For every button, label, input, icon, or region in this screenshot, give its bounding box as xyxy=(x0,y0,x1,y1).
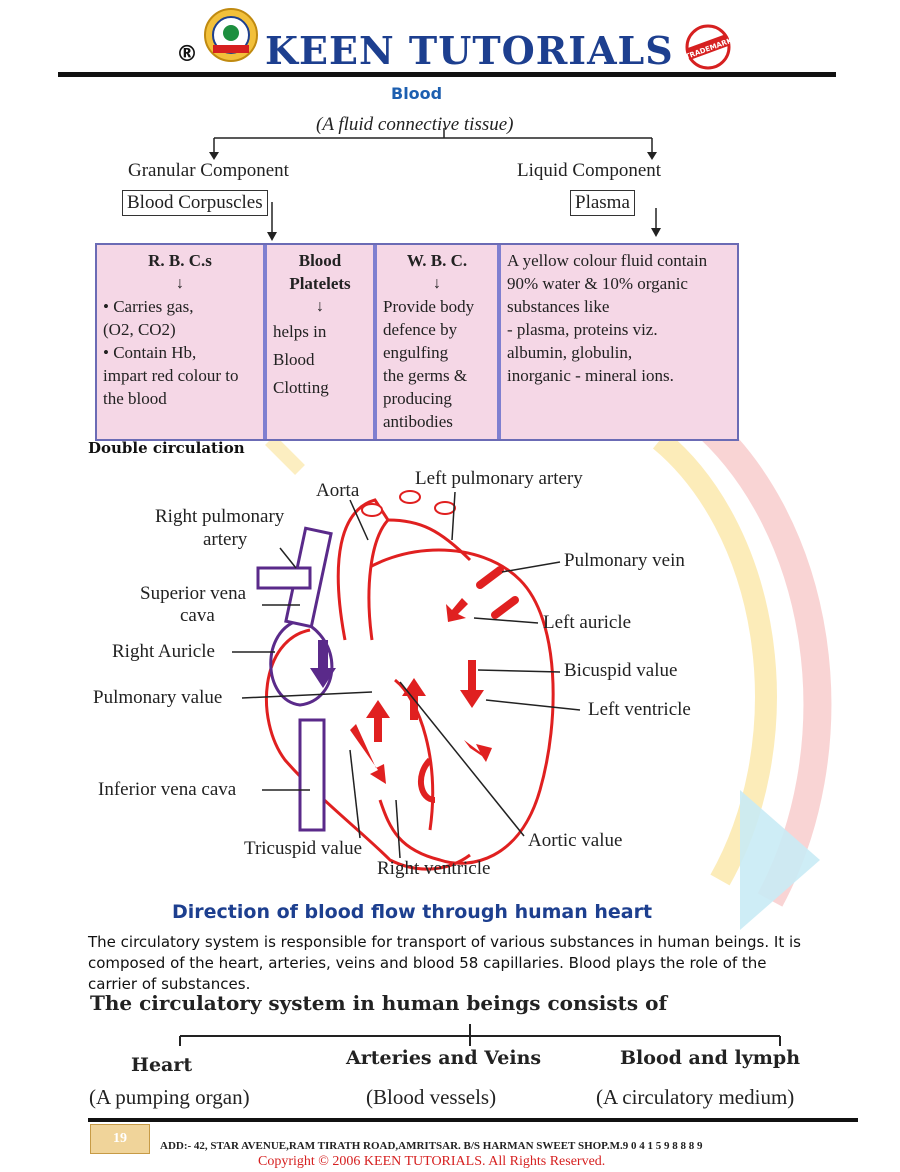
wbc-line: producing xyxy=(383,389,452,408)
label-right-pulmonary-artery-2: artery xyxy=(203,529,248,550)
rbc-line: the blood xyxy=(103,389,167,408)
branch-vessels-sub: (Blood vessels) xyxy=(366,1085,497,1109)
circulatory-tree-lines xyxy=(179,1024,781,1046)
blood-chart-title: Blood xyxy=(391,84,443,103)
circulatory-paragraph: The circulatory system is responsible fo… xyxy=(88,933,801,993)
branch-heart-title: Heart xyxy=(131,1054,193,1076)
wbc-line: defence by xyxy=(383,320,458,339)
plasma-box: Plasma xyxy=(570,190,635,216)
rbc-line: • Contain Hb, xyxy=(103,343,197,362)
wbc-line: the germs & xyxy=(383,366,468,385)
plasma-line: albumin, globulin, xyxy=(507,343,633,362)
double-circulation-heading: Double circulation xyxy=(88,439,245,457)
label-tricuspid-value: Tricuspid value xyxy=(244,838,363,859)
plasma-line: substances like xyxy=(507,297,610,316)
wbc-line: Provide body xyxy=(383,297,475,316)
platelets-column: Blood Platelets ↓ helps in Blood Clottin… xyxy=(267,245,377,439)
label-pulmonary-value: Pulmonary value xyxy=(93,687,223,708)
plasma-line: inorganic - mineral ions. xyxy=(507,366,674,385)
branch-medium-title: Blood and lymph xyxy=(620,1047,801,1069)
wbc-line: engulfing xyxy=(383,343,449,362)
registered-mark: ® xyxy=(176,42,198,67)
branch-medium-sub: (A circulatory medium) xyxy=(596,1085,795,1109)
rbc-column: R. B. C.s ↓ • Carries gas, (O2, CO2) • C… xyxy=(97,245,267,439)
trademark-seal: TRADEMARK xyxy=(685,24,731,70)
label-right-ventricle: Right ventricle xyxy=(377,858,491,879)
right-pulmonary-artery-vessel xyxy=(256,566,312,590)
wbc-heading: W. B. C. xyxy=(406,251,468,270)
inferior-vena-cava xyxy=(298,718,326,832)
plasma-line: - plasma, proteins viz. xyxy=(507,320,658,339)
brand-title: KEEN TUTORIALS xyxy=(265,28,674,73)
label-superior-vena-cava-1: Superior vena xyxy=(140,583,247,604)
flow-arrow xyxy=(446,598,468,622)
label-bicuspid-value: Bicuspid value xyxy=(564,660,678,681)
circulatory-title: The circulatory system in human beings c… xyxy=(90,991,668,1015)
heart-diagram-caption: Direction of blood flow through human he… xyxy=(172,901,653,923)
header-rule xyxy=(58,72,836,77)
platelets-line: Blood xyxy=(273,350,315,369)
page-number: 19 xyxy=(90,1124,150,1154)
rbc-line: (O2, CO2) xyxy=(103,320,176,339)
blood-components-table: R. B. C.s ↓ • Carries gas, (O2, CO2) • C… xyxy=(95,243,739,441)
plasma-line: A yellow colour fluid contain xyxy=(507,251,708,270)
label-pulmonary-vein: Pulmonary vein xyxy=(564,550,685,571)
label-right-auricle: Right Auricle xyxy=(112,641,215,662)
footer-rule xyxy=(88,1118,858,1122)
flow-arrow xyxy=(350,724,386,784)
blood-chart-subtitle: (A fluid connective tissue) xyxy=(316,114,514,135)
blood-corpuscles-box: Blood Corpuscles xyxy=(122,190,268,216)
keen-tutorials-emblem xyxy=(204,8,258,62)
heart-right-outline xyxy=(265,628,471,871)
branch-vessels-title: Arteries and Veins xyxy=(346,1047,542,1069)
platelets-heading-1: Blood xyxy=(298,251,342,270)
footer-address: ADD:- 42, STAR AVENUE,RAM TIRATH ROAD,AM… xyxy=(160,1140,703,1152)
aorta-shape xyxy=(336,498,390,641)
wbc-column: W. B. C. ↓ Provide body defence by engul… xyxy=(377,245,501,439)
label-superior-vena-cava-2: cava xyxy=(180,605,215,626)
down-arrow-icon: ↓ xyxy=(433,275,441,292)
label-inferior-vena-cava: Inferior vena cava xyxy=(98,779,237,800)
footer-copyright: Copyright © 2006 KEEN TUTORIALS. All Rig… xyxy=(258,1154,606,1169)
heart-diagram xyxy=(232,490,581,871)
label-left-pulmonary-artery: Left pulmonary artery xyxy=(415,468,583,489)
flow-arrow xyxy=(464,740,492,762)
plasma-column: A yellow colour fluid contain 90% water … xyxy=(501,245,737,439)
liquid-component-label: Liquid Component xyxy=(517,160,662,181)
down-arrow-icon: ↓ xyxy=(176,275,184,292)
label-aortic-value: Aortic value xyxy=(528,830,623,851)
label-right-pulmonary-artery-1: Right pulmonary xyxy=(155,506,285,527)
flow-arrow xyxy=(366,700,390,742)
branch-heart-sub: (A pumping organ) xyxy=(89,1085,250,1109)
platelets-line: Clotting xyxy=(273,378,329,397)
flow-arrow xyxy=(418,757,436,803)
platelets-line: helps in xyxy=(273,322,327,341)
label-aorta: Aorta xyxy=(316,480,360,501)
plasma-line: 90% water & 10% organic xyxy=(507,274,688,293)
platelets-heading-2: Platelets xyxy=(289,274,351,293)
blood-chart-connectors xyxy=(209,128,661,241)
flow-arrow xyxy=(310,640,336,688)
down-arrow-icon: ↓ xyxy=(316,298,324,315)
wbc-line: antibodies xyxy=(383,412,453,431)
granular-component-label: Granular Component xyxy=(128,160,289,181)
flow-arrow xyxy=(460,660,484,708)
label-left-auricle: Left auricle xyxy=(543,612,632,633)
rbc-line: • Carries gas, xyxy=(103,297,194,316)
label-left-ventricle: Left ventricle xyxy=(588,699,691,720)
rbc-line: impart red colour to xyxy=(103,366,239,385)
rbc-heading: R. B. C.s xyxy=(148,251,212,270)
